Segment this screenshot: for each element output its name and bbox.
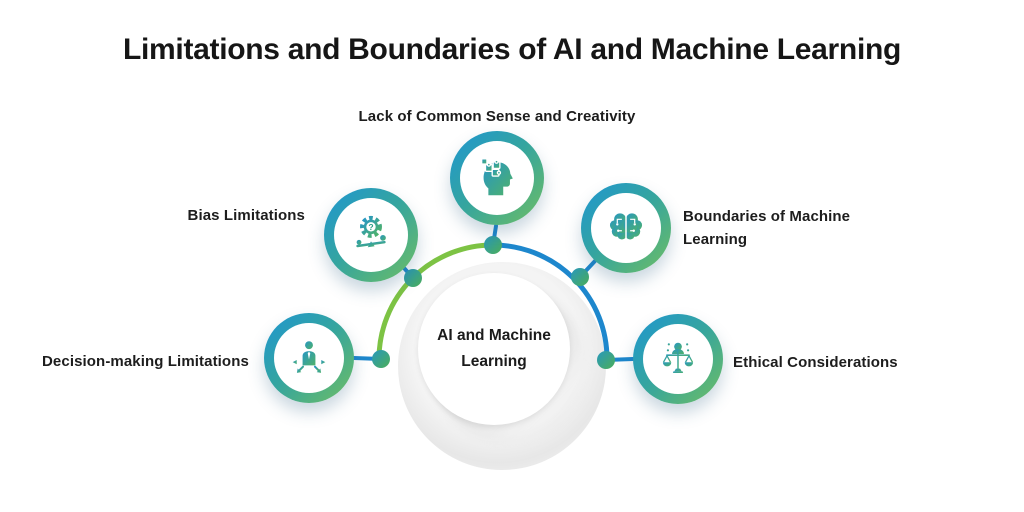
junction-node-upper-left xyxy=(404,269,422,287)
arc-blue-right xyxy=(490,242,610,362)
hub-backdrop-circle: AI and Machine Learning xyxy=(398,262,606,470)
junction-node-right xyxy=(597,351,615,369)
junction-node-top xyxy=(484,236,502,254)
gear-balance-icon: ? xyxy=(356,215,386,248)
node-label-decision: Decision-making Limitations xyxy=(42,353,249,370)
head-puzzle-icon xyxy=(480,158,513,196)
page-title: Limitations and Boundaries of AI and Mac… xyxy=(122,33,902,66)
person-arrows-icon xyxy=(292,341,326,373)
junction-nodes xyxy=(372,236,615,369)
hub-label: AI and Machine Learning xyxy=(437,323,551,375)
junction-node-left xyxy=(372,350,390,368)
node-circle-ethical-inner xyxy=(643,324,713,394)
hub-label-line2: Learning xyxy=(461,353,527,370)
person-scales-icon xyxy=(662,342,694,374)
node-circle-bias: ? xyxy=(324,188,418,282)
node-circle-ethical xyxy=(633,314,723,404)
node-circle-common-sense-inner xyxy=(460,141,534,215)
node-label-boundaries: Boundaries of Machine Learning xyxy=(683,208,851,248)
node-circle-boundaries xyxy=(581,183,671,273)
node-circle-bias-inner: ? xyxy=(334,198,408,272)
junction-node-upper-right xyxy=(571,268,589,286)
node-label-bias: Bias Limitations xyxy=(187,207,305,224)
question-mark-glyph: ? xyxy=(368,222,373,232)
hub-circle: AI and Machine Learning xyxy=(418,273,570,425)
node-circle-boundaries-inner xyxy=(591,193,661,263)
node-circle-common-sense xyxy=(450,131,544,225)
node-circle-decision-inner xyxy=(274,323,344,393)
hub-label-line1: AI and Machine xyxy=(437,327,551,344)
node-circle-decision xyxy=(264,313,354,403)
node-label-ethical: Ethical Considerations xyxy=(733,354,898,371)
brain-circuit-icon xyxy=(609,212,643,240)
node-label-common-sense: Lack of Common Sense and Creativity xyxy=(358,108,636,125)
